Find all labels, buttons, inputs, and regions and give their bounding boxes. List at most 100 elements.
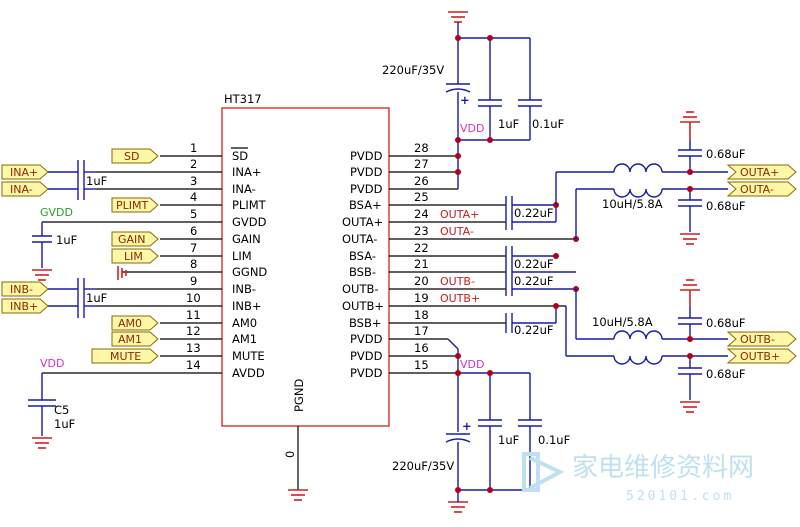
svg-text:BSB+: BSB+ (349, 316, 382, 330)
svg-text:VDD: VDD (460, 358, 484, 371)
svg-text:26: 26 (414, 174, 429, 188)
svg-text:OUTB-: OUTB- (740, 333, 775, 346)
svg-text:INB+: INB+ (10, 300, 38, 313)
watermark-logo (522, 452, 540, 492)
svg-text:15: 15 (414, 358, 429, 372)
port-outa-plus: OUTA+ (726, 164, 797, 180)
svg-text:OUTA+: OUTA+ (342, 215, 383, 229)
svg-text:MUTE: MUTE (232, 349, 265, 363)
svg-text:0.68uF: 0.68uF (706, 147, 746, 161)
svg-text:6: 6 (190, 224, 197, 238)
svg-text:12: 12 (186, 324, 201, 338)
svg-text:OUTA-: OUTA- (740, 183, 774, 196)
svg-text:4: 4 (190, 190, 197, 204)
svg-text:C5: C5 (54, 403, 69, 417)
svg-text:0.22uF: 0.22uF (514, 274, 554, 288)
svg-text:AM1: AM1 (118, 333, 142, 346)
svg-text:PVDD: PVDD (350, 366, 383, 380)
svg-text:OUTA+: OUTA+ (740, 166, 779, 179)
svg-text:INB+: INB+ (232, 299, 262, 313)
svg-text:AVDD: AVDD (232, 366, 265, 380)
gvdd-net: GVDD 1uF (32, 206, 77, 281)
svg-text:14: 14 (186, 358, 201, 372)
svg-text:24: 24 (414, 207, 429, 221)
svg-text:7: 7 (190, 241, 197, 255)
svg-text:8: 8 (190, 257, 197, 271)
svg-text:0.1uF: 0.1uF (538, 433, 570, 447)
svg-text:9: 9 (190, 274, 197, 288)
pin-1: 1SD (160, 141, 248, 163)
svg-text:LIM: LIM (232, 249, 252, 263)
svg-text:3: 3 (190, 174, 197, 188)
svg-text:1: 1 (190, 141, 197, 155)
svg-text:10: 10 (186, 291, 201, 305)
svg-text:AM0: AM0 (232, 316, 257, 330)
svg-text:OUTB-: OUTB- (440, 275, 475, 288)
svg-text:GAIN: GAIN (118, 233, 146, 246)
watermark: 家电维修资料网 520101.com (522, 452, 754, 504)
svg-text:PVDD: PVDD (350, 349, 383, 363)
top-decoupling: + 220uF/35V 1uF 0.1uF VDD (382, 11, 564, 189)
svg-text:0.22uF: 0.22uF (514, 323, 554, 337)
svg-text:GVDD: GVDD (232, 215, 267, 229)
svg-text:0.68uF: 0.68uF (706, 316, 746, 330)
svg-text:OUTB+: OUTB+ (440, 292, 480, 305)
svg-text:0.1uF: 0.1uF (532, 117, 564, 131)
svg-text:1uF: 1uF (54, 417, 75, 431)
svg-text:0.68uF: 0.68uF (706, 367, 746, 381)
svg-text:INA+: INA+ (232, 165, 262, 179)
svg-text:GAIN: GAIN (232, 232, 261, 246)
port-am0: AM0 (111, 315, 159, 331)
svg-text:16: 16 (414, 341, 429, 355)
ic-body (221, 107, 390, 427)
svg-text:SD: SD (232, 149, 248, 163)
svg-text:1uF: 1uF (56, 233, 77, 247)
svg-text:220uF/35V: 220uF/35V (392, 459, 454, 473)
svg-text:OUTB+: OUTB+ (342, 299, 384, 313)
cap-ina-value: 1uF (86, 174, 107, 188)
watermark-url: 520101.com (626, 489, 734, 504)
ic-ht317: HT317 PGND 0 (221, 92, 390, 501)
svg-text:28: 28 (414, 141, 429, 155)
svg-text:20: 20 (414, 274, 429, 288)
svg-text:22: 22 (414, 241, 429, 255)
svg-text:220uF/35V: 220uF/35V (382, 63, 444, 77)
cap-bsb-minus: 0.22uF (505, 274, 576, 296)
svg-text:SD: SD (124, 150, 139, 163)
svg-text:18: 18 (414, 308, 429, 322)
svg-text:BSA+: BSA+ (349, 198, 382, 212)
cap-bsa-minus: 0.22uF (505, 246, 576, 280)
svg-text:BSA-: BSA- (349, 249, 376, 263)
svg-text:BSB-: BSB- (349, 265, 376, 279)
svg-text:OUTB+: OUTB+ (740, 350, 780, 363)
svg-text:1uF: 1uF (498, 433, 519, 447)
output-filter-b: 10uH/5.8A 0.68uF 0.68uF (565, 279, 746, 413)
cap-bsa-plus: 0.22uF (505, 196, 557, 230)
svg-text:MUTE: MUTE (110, 350, 141, 363)
svg-text:0.22uF: 0.22uF (514, 206, 554, 220)
svg-text:1uF: 1uF (498, 117, 519, 131)
svg-text:1uF: 1uF (86, 291, 107, 305)
svg-text:PVDD: PVDD (350, 332, 383, 346)
cap-ina: 1uF (77, 160, 107, 200)
port-gain: GAIN (111, 231, 159, 247)
